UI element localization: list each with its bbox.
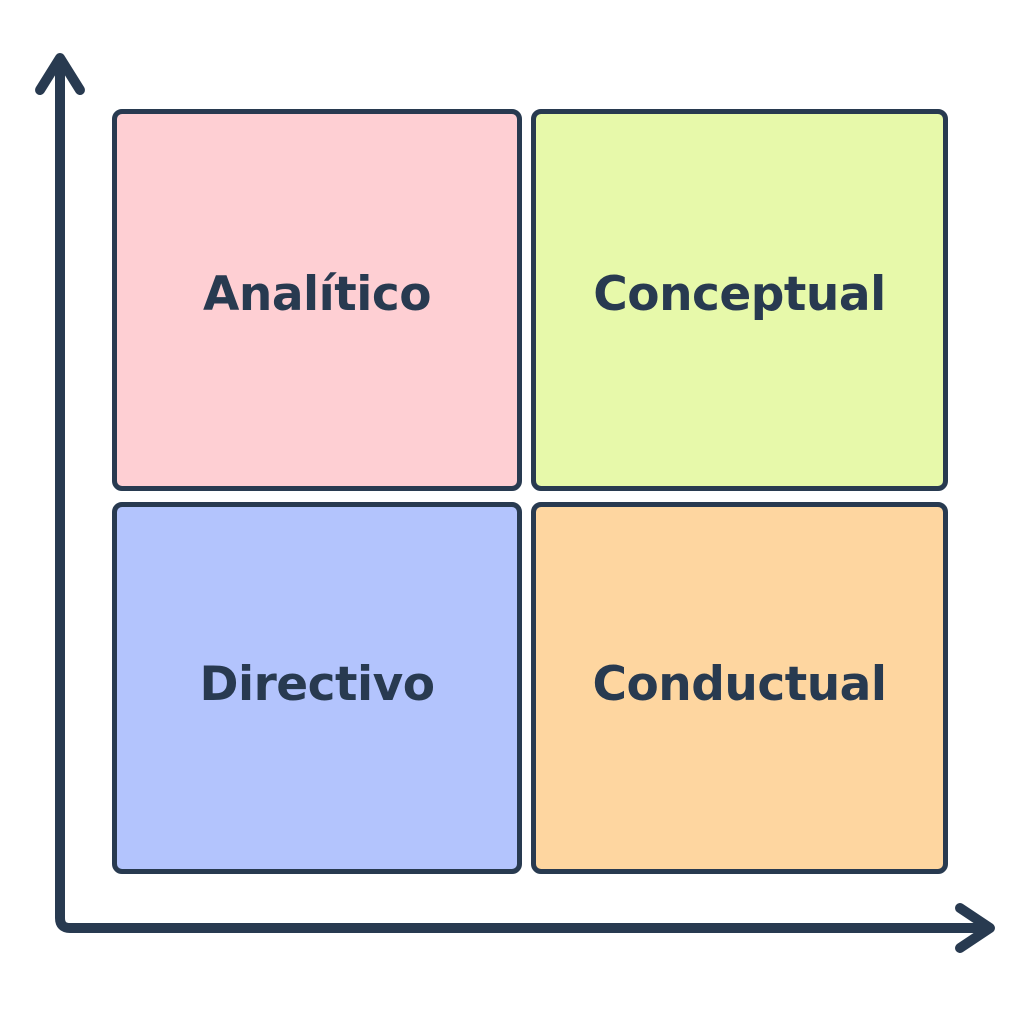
quadrant-analitico: Analítico bbox=[112, 109, 522, 491]
quadrant-label-directivo: Directivo bbox=[199, 657, 435, 712]
quadrant-directivo: Directivo bbox=[112, 502, 522, 874]
quadrant-label-conceptual: Conceptual bbox=[593, 266, 886, 322]
quadrant-label-conductual: Conductual bbox=[592, 657, 887, 712]
y-axis-line bbox=[55, 57, 990, 933]
quadrant-label-analitico: Analítico bbox=[203, 266, 432, 322]
quadrant-conceptual: Conceptual bbox=[531, 109, 948, 491]
x-axis-arrowhead bbox=[955, 903, 995, 953]
y-axis-arrowhead bbox=[35, 53, 85, 95]
quadrant-conductual: Conductual bbox=[531, 502, 948, 874]
